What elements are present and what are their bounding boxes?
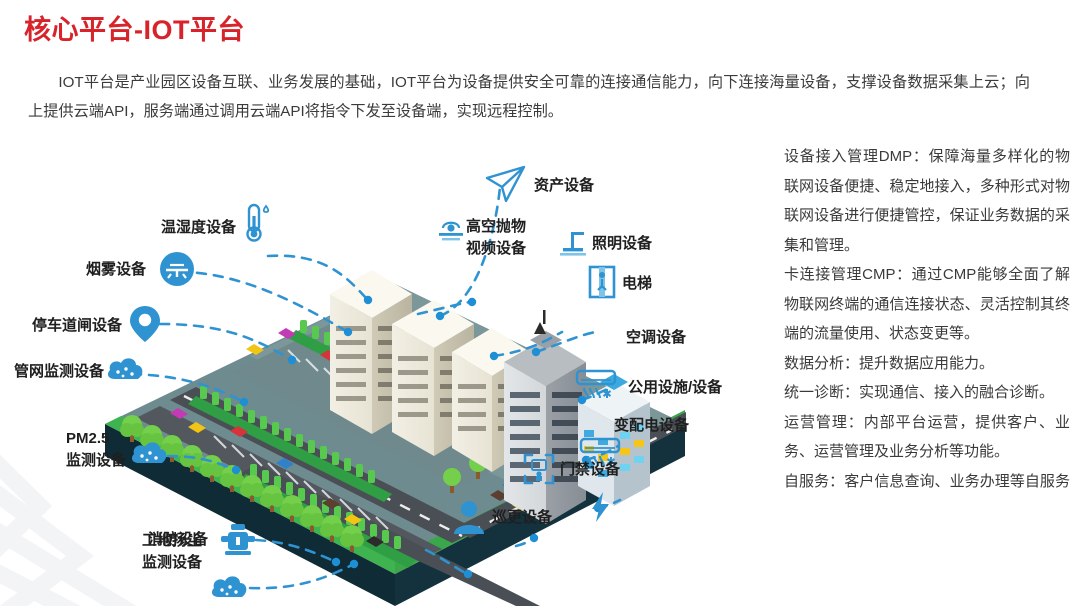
callout-label-public-fac: 公用设施/设备 <box>628 379 723 396</box>
cloud-sensor-icon-dust <box>211 576 247 597</box>
cloud-sensor-icon-pipe <box>107 358 143 379</box>
connector-lines <box>130 184 622 590</box>
callout-label-dust-text: 工地扬尘监测设备 <box>141 532 202 571</box>
callout-label-access-ctrl: 门禁设备 <box>560 461 621 478</box>
iot-isometric-diagram: 资产设备 温湿度设备 高空抛物视频设备 照明设备 <box>0 134 790 606</box>
street-lamp-icon <box>560 232 586 256</box>
callout-label-power-dist: 变配电设备 <box>614 417 690 434</box>
callout-label-fire: 消防设备 <box>147 531 208 548</box>
person-icon <box>454 501 484 534</box>
callout-label-lighting: 照明设备 <box>592 235 653 252</box>
hedge-row-middle <box>188 386 392 502</box>
desc-self-service: 自服务：客户信息查询、业务办理等自服务平台 <box>784 472 1070 489</box>
callout-label-pipe-net: 管网监测设备 <box>13 363 104 380</box>
callout-label-patrol: 巡更设备 <box>492 509 553 526</box>
lightning-bolt-icon <box>592 492 609 522</box>
video-camera-icon <box>439 221 463 241</box>
desc-cmp: 卡连接管理CMP：通过CMP能够全面了解物联网终端的通信连接状态、灵活控制其终端… <box>784 266 1070 342</box>
building-office-colored <box>578 374 650 506</box>
fire-hydrant-icon <box>221 524 255 555</box>
cloud-sensor-icon-pm25 <box>131 442 167 463</box>
access-control-icon <box>523 453 555 485</box>
air-conditioner-icon <box>575 369 617 399</box>
rooftop-antenna <box>534 310 546 334</box>
thermometer-icon <box>246 203 270 242</box>
callout-label-temp-humid: 温湿度设备 <box>160 219 236 236</box>
building-glass-tower <box>504 331 586 524</box>
callout-label-dust: 工地扬尘监测设备 <box>76 530 202 574</box>
elevator-icon <box>588 265 616 299</box>
callout-label-highfall-text: 高空抛物视频设备 <box>466 218 527 257</box>
desc-operations: 运营管理：内部平台运营，提供客户、业务、运营管理及业务分析等功能。 <box>784 413 1070 461</box>
paper-plane-icon <box>485 165 526 203</box>
air-conditioner-icon-public <box>579 437 621 467</box>
callout-label-hvac: 空调设备 <box>626 329 687 346</box>
page-title: 核心平台-IOT平台 <box>24 15 245 45</box>
desc-analytics: 数据分析：提升数据应用能力。 <box>784 354 995 372</box>
intro-paragraph: IOT平台是产业园区设备互联、业务发展的基础，IOT平台为设备提供安全可靠的连接… <box>28 74 1030 120</box>
map-pin-icon <box>130 306 160 342</box>
callout-label-elevator: 电梯 <box>622 275 653 292</box>
callout-label-highfall: 高空抛物视频设备 <box>466 216 552 260</box>
desc-dmp: 设备接入管理DMP：保障海量多样化的物联网设备便捷、稳定地接入，多种形式对物联网… <box>784 148 1070 254</box>
right-description-column: 设备接入管理DMP：保障海量多样化的物联网设备便捷、稳定地接入，多种形式对物联网… <box>784 142 1070 489</box>
smoke-detector-icon <box>160 252 194 286</box>
callout-label-smoke: 烟雾设备 <box>85 261 146 278</box>
callout-label-parking-gate: 停车道闸设备 <box>31 317 122 334</box>
callout-label-asset: 资产设备 <box>534 177 595 194</box>
desc-diagnosis: 统一诊断：实现通信、接入的融合诊断。 <box>784 384 1055 401</box>
